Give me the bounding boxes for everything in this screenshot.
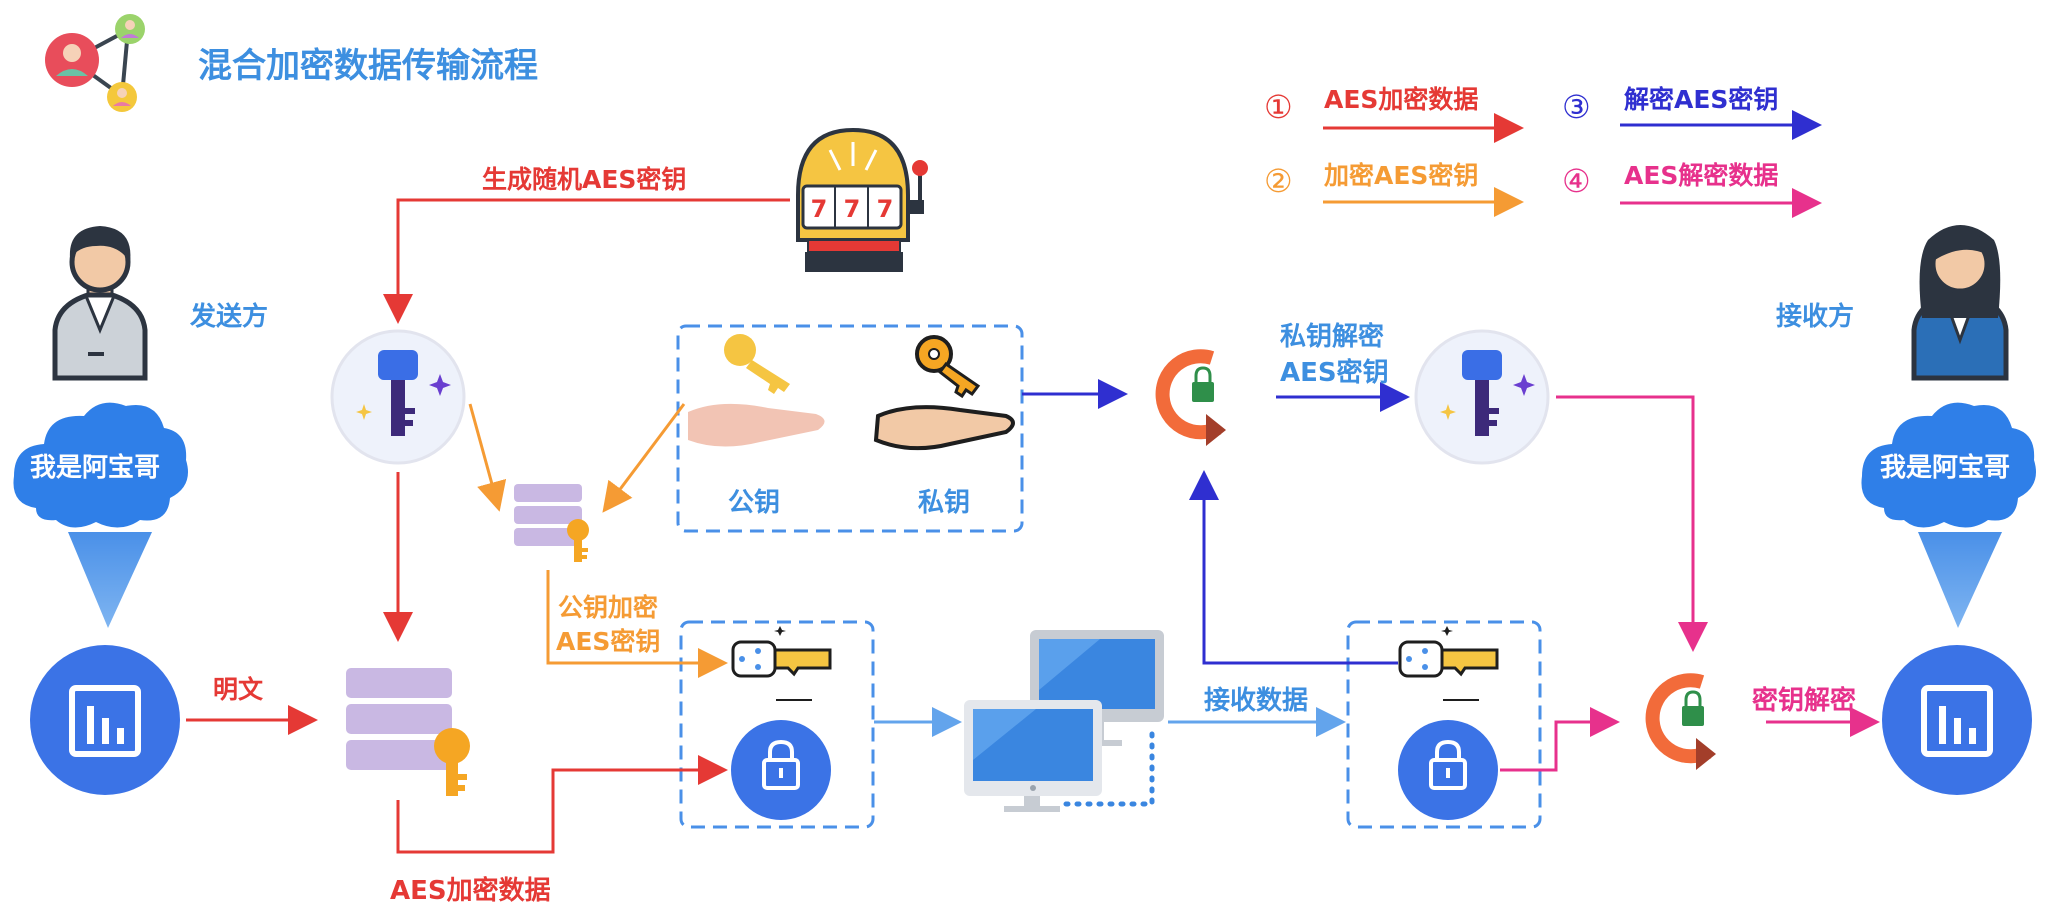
legend-num-1: ① xyxy=(1264,88,1293,126)
receiver-label: 接收方 xyxy=(1776,302,1855,332)
slot-reel-1: 7 xyxy=(811,195,828,223)
receiver-document-icon xyxy=(1882,645,2032,795)
decrypted-aes-key-icon xyxy=(1414,329,1550,465)
label-pubkey-encrypt-2: AES密钥 xyxy=(556,627,661,656)
sender-lock-icon xyxy=(731,720,831,820)
label-private-key: 私钥 xyxy=(918,488,971,518)
logo-icon xyxy=(45,14,145,112)
label-receive-data: 接收数据 xyxy=(1204,686,1309,716)
legend-text-1: AES加密数据 xyxy=(1324,85,1479,114)
sender-document-icon xyxy=(30,645,180,795)
legend-num-4: ④ xyxy=(1562,162,1591,200)
public-key-hand-icon xyxy=(688,334,825,447)
key-decrypt-lock-icon xyxy=(1645,673,1716,770)
label-pubkey-encrypt-1: 公钥加密 xyxy=(558,593,659,622)
sender-label: 发送方 xyxy=(190,302,269,332)
network-computers-icon xyxy=(964,630,1164,812)
label-privkey-decrypt-1: 私钥解密 xyxy=(1280,322,1385,352)
arrow-generate-key xyxy=(383,198,790,324)
page-title: 混合加密数据传输流程 xyxy=(198,46,538,86)
slot-machine-icon: 7 7 7 xyxy=(796,127,928,272)
slot-reel-2: 7 xyxy=(844,195,861,223)
receiver-encrypted-key-icon xyxy=(1398,626,1499,701)
keypair-box xyxy=(676,324,1024,533)
db-key-small-icon xyxy=(514,484,589,562)
label-aes-encrypt-data: AES加密数据 xyxy=(390,876,551,906)
legend-text-2: 加密AES密钥 xyxy=(1324,161,1479,190)
legend-num-3: ③ xyxy=(1562,88,1591,126)
sender-cloud-text: 我是阿宝哥 xyxy=(30,453,161,483)
legend-text-3: 解密AES密钥 xyxy=(1624,85,1779,114)
arrow-data-to-decrypt xyxy=(1500,707,1620,772)
sender-cloud xyxy=(13,402,188,628)
label-public-key: 公钥 xyxy=(728,488,781,518)
label-privkey-decrypt-2: AES密钥 xyxy=(1280,358,1389,388)
arrow-encrypted-key-up xyxy=(1189,470,1398,665)
sender-avatar-icon xyxy=(52,226,148,381)
receiver-cloud xyxy=(1861,402,2036,628)
db-key-large-icon xyxy=(346,668,470,796)
arrow-key-to-small-db xyxy=(468,403,507,512)
receiver-package-box xyxy=(1346,620,1542,829)
arrow-aes-encrypt xyxy=(396,755,728,854)
label-plaintext: 明文 xyxy=(213,675,264,704)
receiver-lock-icon xyxy=(1398,720,1498,820)
aes-key-icon xyxy=(330,329,466,465)
private-key-hand-icon xyxy=(873,335,1015,451)
label-generate-key: 生成随机AES密钥 xyxy=(482,165,687,194)
sender-encrypted-key-icon xyxy=(731,626,832,701)
sender-package-box xyxy=(679,620,875,829)
slot-reel-3: 7 xyxy=(877,195,894,223)
receiver-avatar-icon xyxy=(1911,225,2009,381)
legend-text-4: AES解密数据 xyxy=(1624,161,1779,190)
arrow-pubkey-to-small-db xyxy=(602,403,686,513)
legend-num-2: ② xyxy=(1264,162,1293,200)
arrow-aes-key-to-decrypt xyxy=(1556,395,1708,652)
receiver-cloud-text: 我是阿宝哥 xyxy=(1880,453,2011,483)
private-key-decrypt-lock-icon xyxy=(1155,349,1226,446)
arrow-encrypt-aes-key xyxy=(546,570,728,678)
label-key-decrypt: 密钥解密 xyxy=(1752,686,1857,716)
